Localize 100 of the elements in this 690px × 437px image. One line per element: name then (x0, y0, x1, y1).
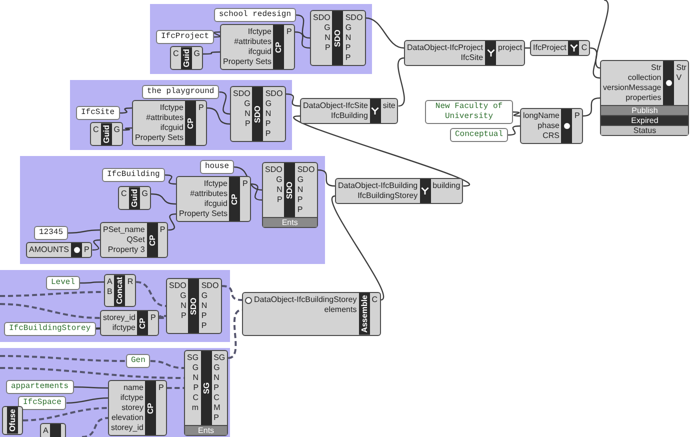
text-panel: IfcSpace (18, 396, 66, 410)
component-box (600, 60, 690, 136)
wire (74, 386, 108, 389)
input-label: C (173, 49, 179, 59)
input-label: storey_id (111, 423, 144, 433)
input-label: Property Sets (223, 57, 272, 67)
component-box (335, 178, 464, 204)
output-label: SG (214, 353, 226, 363)
input-label: Ifctype (160, 103, 184, 113)
input-label: #attributes (190, 189, 228, 199)
output-label: P (84, 245, 90, 255)
input-label: ifctype (112, 323, 136, 333)
nickname-label: CP (146, 223, 158, 257)
output-label: building (432, 181, 460, 191)
output-label: C (581, 43, 588, 53)
input-label: SDO (265, 165, 282, 175)
input-label: storey (122, 403, 144, 413)
nickname-label: CP (137, 311, 148, 335)
input-label: SDO (313, 13, 330, 23)
output-label: P (297, 205, 303, 215)
footer-bar: Ents (185, 425, 228, 435)
group-area (70, 80, 292, 150)
input-label: SG (187, 353, 199, 363)
input-label: DataObject-IfcBuildingStorey (254, 295, 357, 305)
input-label: N (192, 373, 199, 383)
input-label: SDO (233, 89, 250, 99)
wire (136, 281, 166, 307)
wire (294, 31, 310, 49)
output-label: C (372, 295, 378, 305)
input-label: properties (626, 93, 662, 103)
wire (296, 14, 310, 39)
output-label: R (127, 277, 134, 287)
input-label: collection (628, 73, 662, 83)
input-label: P (325, 43, 330, 53)
wire (150, 360, 184, 369)
wire (82, 417, 108, 437)
component-box (230, 86, 286, 142)
input-label: CRS (542, 131, 560, 141)
nickname-label: CP (229, 177, 240, 221)
text-panel: IfcBuildingStorey (4, 322, 96, 336)
nickname-label: CP (145, 381, 156, 435)
output-label: N (297, 185, 304, 195)
component-box (262, 162, 318, 228)
text-panel: appartements (6, 380, 74, 394)
wire (22, 407, 108, 422)
wire (0, 303, 100, 319)
component-box (220, 24, 295, 70)
nickname-label: Guid (128, 187, 140, 210)
output-label: M (214, 403, 220, 413)
output-label: G (194, 49, 200, 59)
input-label: DataObject-IfcSite (303, 101, 368, 111)
wire (66, 397, 108, 404)
output-label: N (214, 373, 220, 383)
output-label: P (242, 179, 248, 189)
nickname-label: Guid (100, 123, 112, 146)
wire (0, 367, 184, 379)
nickname-label: Assemble (358, 293, 370, 335)
input-label: SDO (169, 281, 186, 291)
component-box (118, 186, 152, 210)
wire (123, 127, 132, 131)
wire (228, 309, 242, 359)
input-label: P (245, 119, 250, 129)
text-panel: IfcProject (156, 30, 214, 44)
output-label: P (201, 311, 207, 321)
output-label: P (158, 383, 164, 393)
wire (512, 111, 520, 117)
input-label: storey_id (103, 313, 136, 323)
footer-bar: Ents (263, 217, 317, 227)
nickname-label: SDO (188, 279, 200, 333)
output-label: P (265, 129, 271, 139)
wire (68, 229, 100, 234)
wire (234, 166, 262, 191)
component-box (104, 274, 136, 308)
wire (250, 183, 262, 201)
input-label: C (121, 189, 127, 199)
group-area (0, 270, 230, 342)
input-label: elements (324, 305, 357, 315)
wire (582, 97, 600, 117)
component-box (242, 292, 380, 336)
input-label: ifcguid (160, 123, 184, 133)
wire (595, 0, 609, 69)
wire (166, 387, 184, 389)
input-label: Ifctype (204, 179, 228, 189)
component-box (520, 108, 583, 144)
input-label: P (277, 195, 282, 205)
input-label: DataObject-IfcProject (407, 43, 484, 53)
output-label: project (498, 43, 522, 53)
output-label: G (114, 125, 120, 135)
component-box (170, 46, 204, 70)
output-label: P (286, 27, 292, 37)
output-label: G (201, 291, 208, 301)
wire (203, 51, 220, 55)
wire (524, 47, 531, 49)
output-label: P (345, 43, 351, 53)
output-label: SDO (201, 281, 219, 291)
component-box (176, 176, 251, 222)
text-panel: IfcSite (76, 106, 120, 120)
input-label: elevation (111, 413, 144, 423)
input-label: AMOUNTS (29, 245, 69, 255)
component-box (26, 242, 92, 258)
